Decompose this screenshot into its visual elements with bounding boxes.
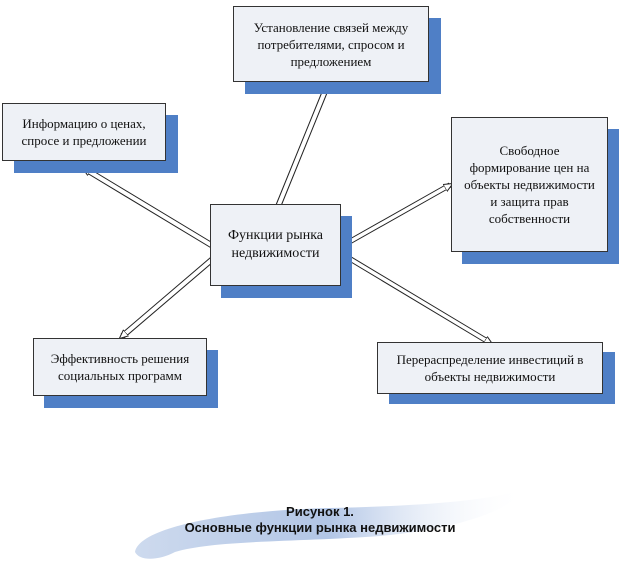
node-right-top-label: Свободное формирование цен на объекты не…: [464, 143, 595, 226]
node-right-bottom-label: Перераспределение инвестиций в объекты н…: [396, 352, 584, 384]
node-left-top: Информацию о ценах, спросе и предложении: [2, 103, 166, 161]
node-top-label: Установление связей между потребителями,…: [253, 19, 409, 69]
node-center-label: Функции рынка недвижимости: [227, 228, 324, 261]
connector-right-bottom: [340, 251, 492, 344]
caption-title: Основные функции рынка недвижимости: [184, 520, 456, 535]
node-right-bottom: Перераспределение инвестиций в объекты н…: [377, 342, 603, 394]
node-right-top: Свободное формирование цен на объекты не…: [451, 117, 608, 252]
connector-left-bottom: [120, 251, 221, 338]
node-top: Установление связей между потребителями,…: [233, 6, 429, 82]
connector-top: [275, 91, 328, 207]
node-left-bottom-label: Эффективность решения социальных програм…: [50, 351, 190, 383]
connector-left-top: [82, 165, 222, 253]
caption-figure-number: Рисунок 1.: [286, 504, 354, 519]
figure-caption: Рисунок 1. Основные функции рынка недвиж…: [170, 504, 470, 536]
connector-right-top: [340, 182, 452, 249]
node-left-top-label: Информацию о ценах, спросе и предложении: [21, 116, 147, 148]
node-left-bottom: Эффективность решения социальных програм…: [33, 338, 207, 396]
node-center: Функции рынка недвижимости: [210, 204, 341, 286]
